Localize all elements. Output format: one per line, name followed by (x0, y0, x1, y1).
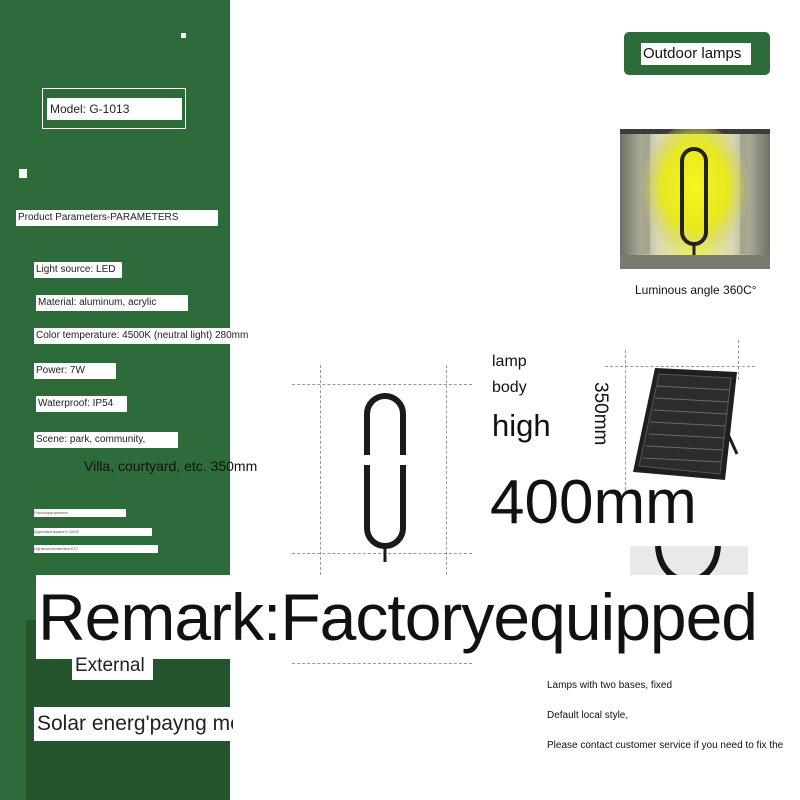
dim-high: high (492, 408, 551, 443)
param-light-source: Light source: LED (34, 262, 122, 278)
guide-line (292, 553, 472, 554)
dim-lamp: lamp (492, 353, 527, 370)
lamp-glow-image (620, 129, 770, 269)
external-label: External (72, 652, 153, 680)
param-material: Material: aluminum, acrylic (36, 295, 188, 311)
tiny-param-3: Lightsourceinterface:E27 (34, 545, 158, 553)
param-scene: Scene: park, community, (34, 432, 178, 448)
guide-line (625, 350, 626, 490)
param-scene-continued: Villa, courtyard, etc. 350mm (84, 458, 258, 474)
guide-line (320, 365, 321, 585)
note-line-3: Please contact customer service if you n… (547, 740, 784, 751)
dim-body: body (492, 379, 527, 396)
title-button-label: Outdoor lamps (641, 43, 751, 65)
model-frame (42, 88, 186, 129)
tiny-param-2: Applicationspace:6-10M2 (34, 528, 152, 536)
lamp-glow-photo (620, 129, 770, 269)
guide-line (292, 384, 472, 385)
photo-caption: Luminous angle 360C° (635, 283, 757, 297)
params-heading: Product Parameters-PARAMETERS (16, 210, 218, 226)
solar-panel-image (633, 368, 739, 480)
guide-line (446, 365, 447, 585)
param-power: Power: 7W (34, 363, 116, 379)
guide-line (292, 663, 472, 664)
param-waterproof: Waterproof: IP54 (36, 396, 127, 412)
remark-text: Remark:Factoryequipped (36, 575, 800, 659)
param-color-temperature: Color temperature: 4500K (neutral light)… (34, 328, 300, 344)
dim-panel-side: 350mm (590, 382, 611, 446)
model-label: Model: G-1013 (47, 98, 182, 120)
small-white-square (19, 169, 27, 178)
lamp-outline-drawing (363, 393, 407, 562)
dim-height-value: 400mm (490, 468, 697, 537)
note-line-2: Default local style, (547, 710, 629, 721)
guide-line (738, 340, 739, 380)
note-line-1: Lamps with two bases, fixed (547, 680, 673, 691)
solar-payment-label: Solar energ'payng ment (34, 707, 233, 741)
small-white-square (181, 33, 186, 38)
guide-line (605, 366, 755, 367)
tiny-param-1: Productparameters (34, 509, 126, 517)
